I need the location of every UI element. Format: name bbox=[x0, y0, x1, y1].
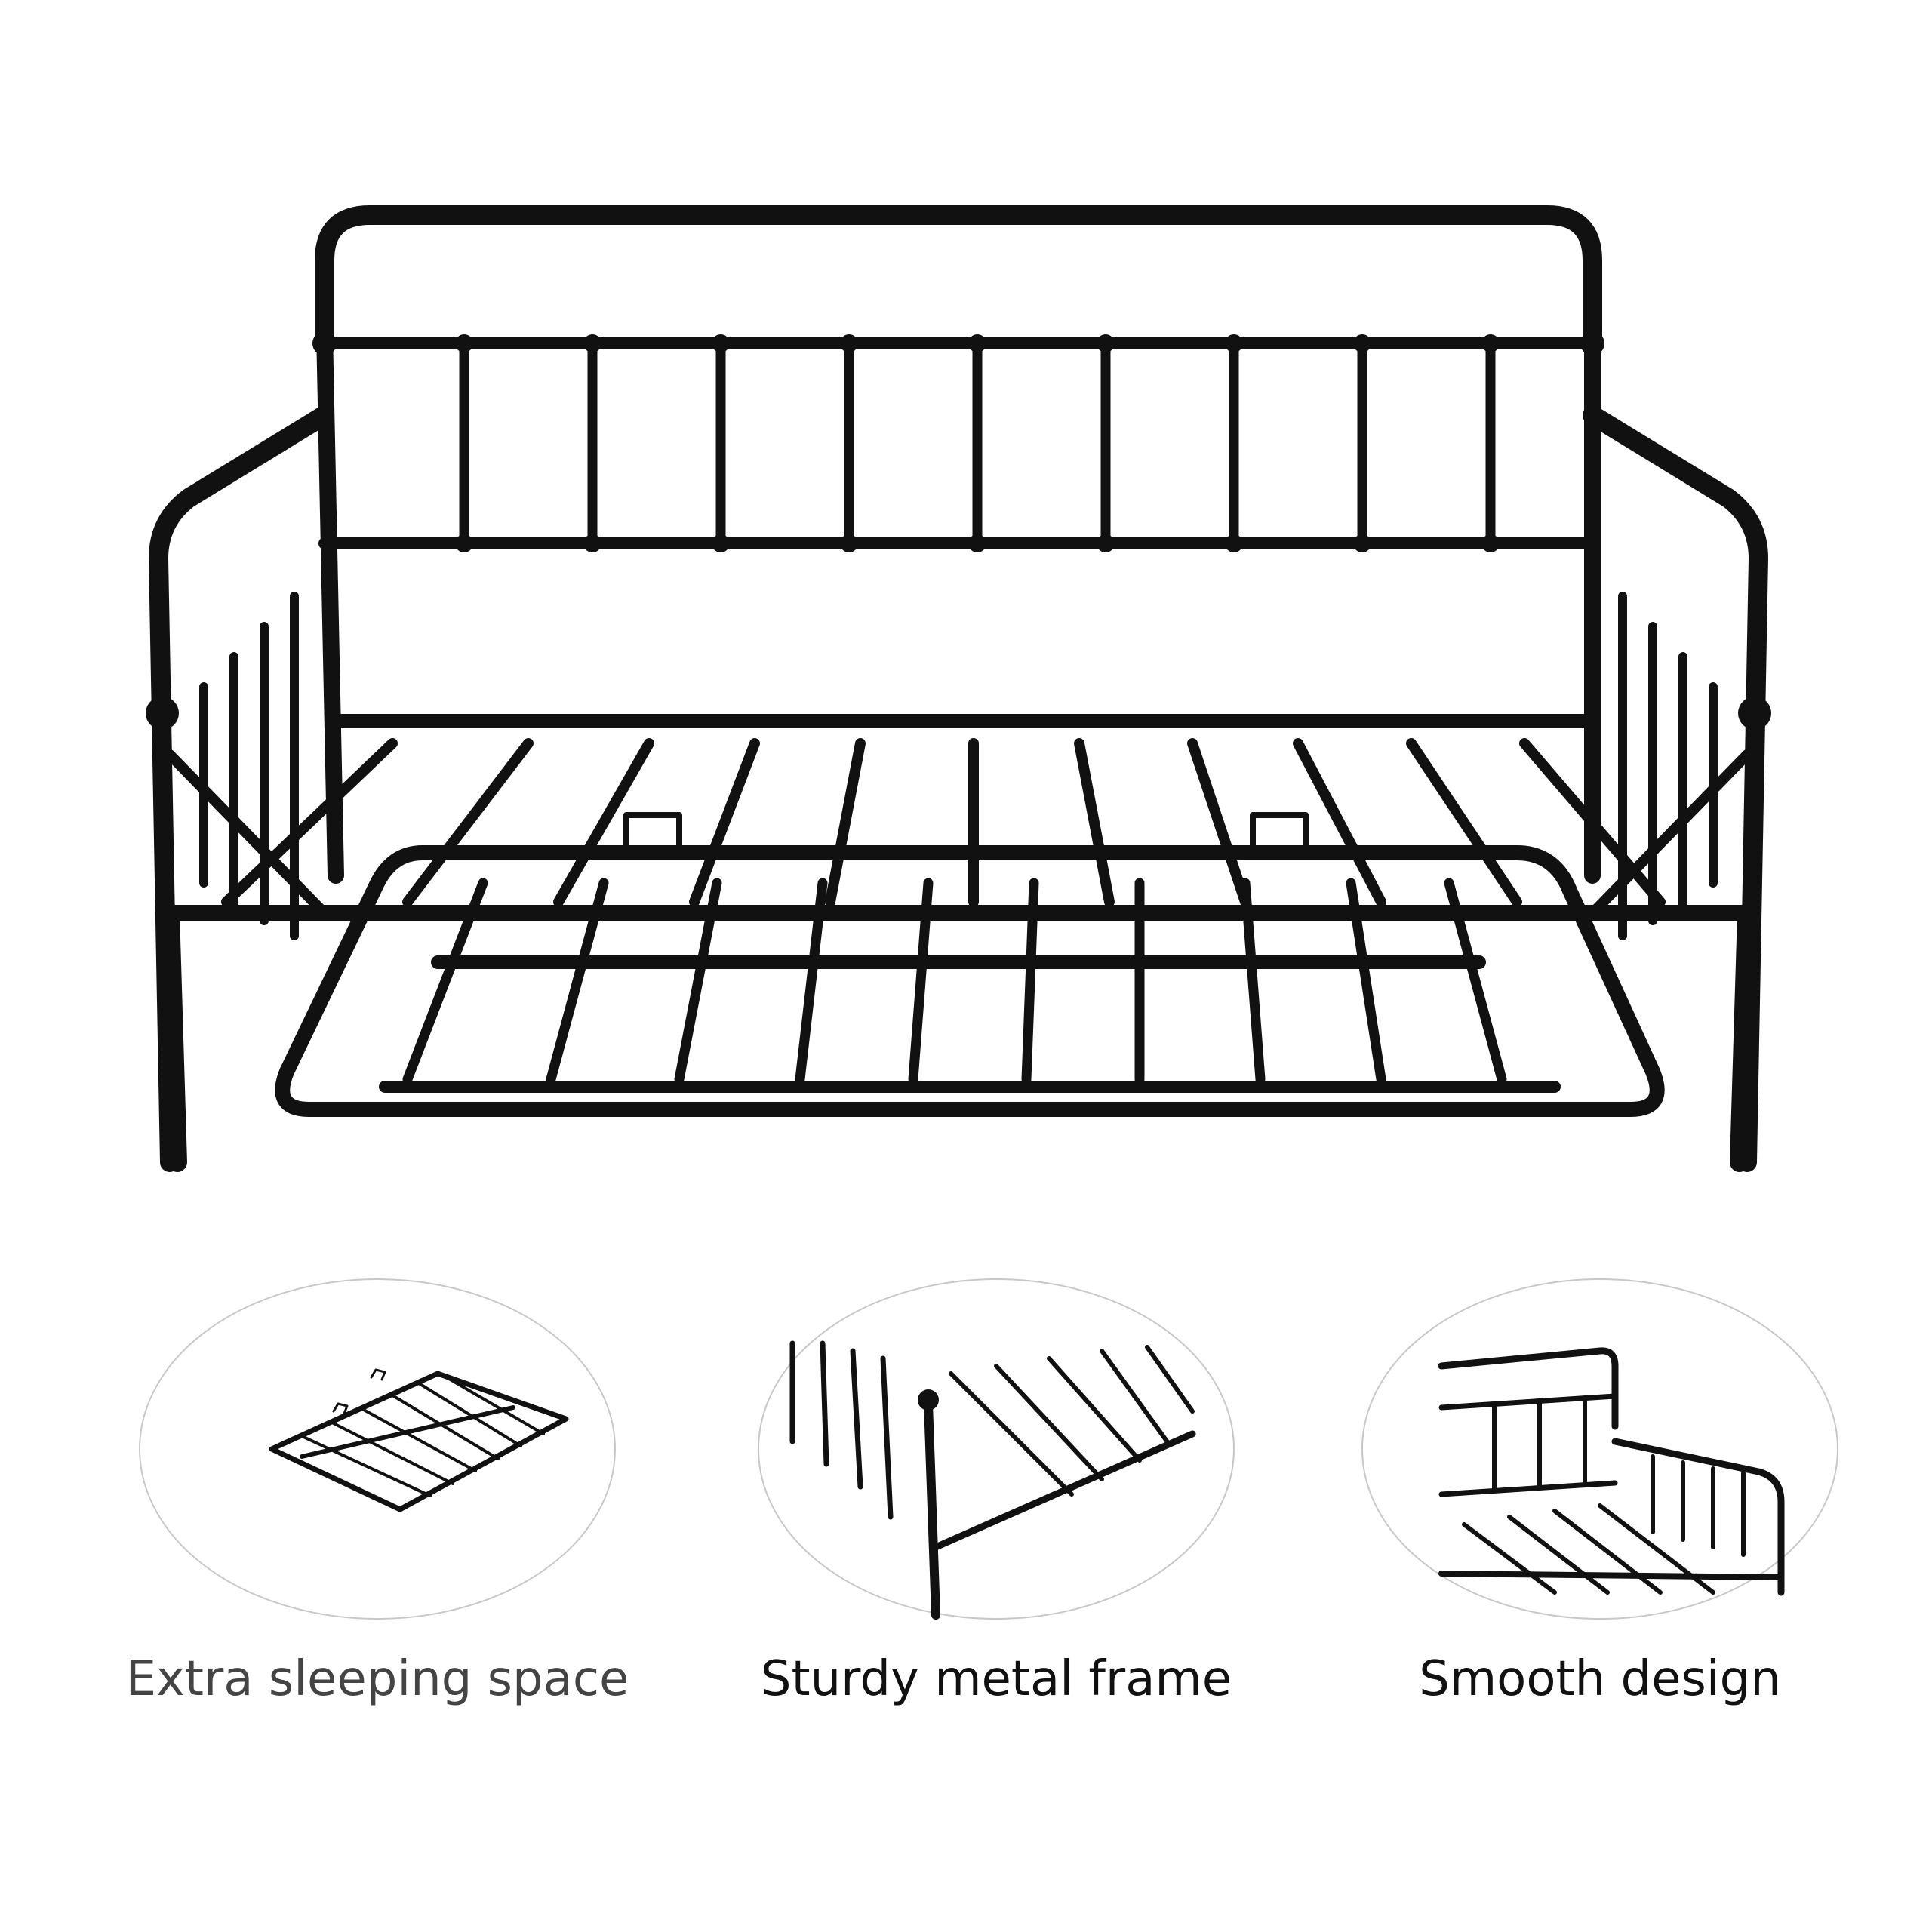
backrest-top-rail bbox=[315, 205, 1602, 353]
left-trundle-hook bbox=[623, 812, 682, 848]
right-arm-lower-rail bbox=[1587, 749, 1752, 918]
right-front-leg bbox=[1730, 903, 1757, 1172]
design-detail-image bbox=[1361, 1278, 1838, 1620]
caption-sturdy-metal-frame: Sturdy metal frame bbox=[760, 1651, 1232, 1707]
trundle-slats bbox=[402, 878, 1507, 1084]
decorative-knobs bbox=[146, 331, 1771, 730]
trundle-frame-icon bbox=[269, 1368, 569, 1512]
seat-slats bbox=[221, 738, 1666, 907]
trundle-detail-image bbox=[139, 1278, 616, 1620]
caption-extra-sleeping-space: Extra sleeping space bbox=[125, 1651, 629, 1707]
right-armrest bbox=[1583, 405, 1768, 1172]
frame-corner-icon bbox=[789, 1340, 1196, 1620]
left-armrest bbox=[149, 405, 334, 1172]
daybed-product-image bbox=[146, 205, 1771, 1172]
frame-detail-image bbox=[758, 1278, 1235, 1620]
left-front-leg bbox=[160, 903, 187, 1172]
daybed-side-icon bbox=[1438, 1347, 1785, 1596]
backrest-spindles bbox=[459, 346, 1496, 543]
caption-smooth-design: Smooth design bbox=[1419, 1651, 1781, 1707]
trundle-outer-frame bbox=[275, 845, 1665, 1117]
right-trundle-hook bbox=[1250, 812, 1309, 848]
right-arm-spindles bbox=[1618, 592, 1718, 940]
